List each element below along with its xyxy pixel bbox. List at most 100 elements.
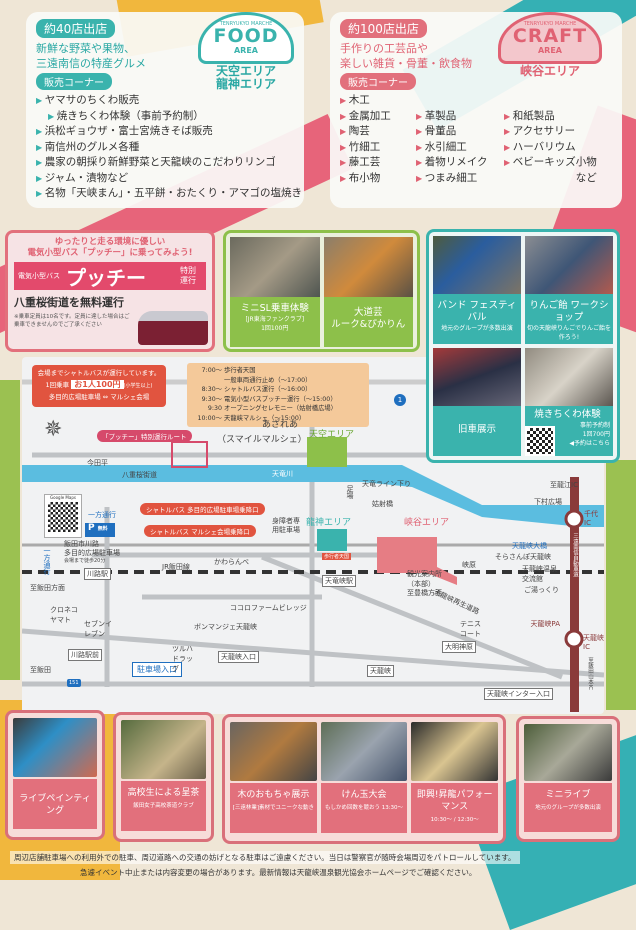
map-label: 千代IC bbox=[584, 510, 598, 527]
area-label-tenku: 天空エリア bbox=[309, 430, 355, 440]
list-item: 革製品 bbox=[416, 109, 498, 125]
map-label: 多目的広場駐車場 bbox=[64, 549, 120, 557]
list-item: 和紙製品 bbox=[504, 109, 597, 125]
event-kendama: けん玉大会もしかめ回数を競おう 13:30〜 bbox=[320, 722, 408, 836]
list-item: 陶芸 bbox=[340, 124, 410, 140]
puchi-note: ※乗車定員は10名です。定員に達した場合はご乗車できませんのでご了承ください bbox=[14, 314, 130, 328]
map-label: 天竜ライン下り bbox=[362, 480, 411, 488]
map-label: 天龍峡入口 bbox=[218, 651, 259, 663]
qr-code[interactable] bbox=[525, 426, 555, 456]
map-label: 至飯田山本IC bbox=[587, 657, 593, 690]
food-description: 新鮮な野菜や果物、三遠南信の特産グルメ bbox=[36, 42, 146, 70]
map-label: 観光案内所（本部） bbox=[407, 570, 442, 588]
list-item: 藤工芸 bbox=[340, 155, 410, 171]
map-label: あざれあ bbox=[262, 420, 299, 430]
event-mini-sl: ミニSL乗車体験[JR東海ファンクラブ]1回100円 bbox=[230, 237, 320, 347]
list-item: 焼きちくわ体験（事前予約制） bbox=[36, 109, 294, 125]
list-item: ベビーキッズ小物 bbox=[504, 155, 597, 171]
puchi-route-label: 「プッチー」特別運行ルート bbox=[97, 430, 192, 442]
schedule-row: 一般車両通行止め（〜17:00） bbox=[224, 376, 312, 384]
puchi-banner: 電気小型バス プッチー 特別運行 bbox=[14, 262, 206, 290]
map-label: 峡原 bbox=[462, 561, 476, 569]
craft-corner-label: 販売コーナー bbox=[340, 73, 416, 90]
puchi-free-route: 八重桜街道を無料運行 bbox=[14, 296, 124, 309]
map-label: そらさんぽ天龍峡 bbox=[495, 553, 551, 561]
map-label: 至飯田方面 bbox=[30, 584, 65, 592]
map-label: 今田平 bbox=[87, 459, 108, 467]
station-kawaji: 川路駅 bbox=[84, 568, 111, 580]
area-label-ryujin: 龍神エリア bbox=[306, 518, 352, 528]
bg-stripe bbox=[0, 380, 20, 680]
parking-icon: P 無料 bbox=[85, 523, 115, 537]
map-label: 至龍江IC bbox=[550, 481, 578, 489]
green-events-card: ミニSL乗車体験[JR東海ファンクラブ]1回100円 大道芸ルーク&ぴかりん bbox=[223, 230, 420, 352]
map-label: 天龍峡IC bbox=[583, 634, 604, 651]
map-label: 天龍峡大橋 bbox=[512, 542, 547, 550]
event-band-festival: バンド フェスティバル地元のグループが多数出演 bbox=[433, 236, 521, 344]
list-item: 布小物 bbox=[340, 171, 410, 187]
map-label: 飯田市川路 bbox=[64, 540, 99, 548]
list-item: 浜松ギョウザ・富士宮焼きそば販売 bbox=[36, 124, 294, 140]
list-item: ハーバリウム bbox=[504, 140, 597, 156]
schedule-row: 7:00〜 歩行者天国 bbox=[201, 367, 256, 374]
oneway-label: 一方通行 bbox=[43, 547, 51, 575]
puchi-intro: ゆったりと走る環境に優しい bbox=[54, 237, 166, 247]
map-label: 歩行者天国 bbox=[322, 553, 352, 560]
parking-entrance-label: 駐車場入口 bbox=[132, 662, 182, 677]
event-live-painting: ライブペインティング bbox=[5, 710, 105, 840]
list-item: 竹細工 bbox=[340, 140, 410, 156]
map-label: クロネコヤマト bbox=[50, 606, 78, 624]
bus-image bbox=[138, 311, 208, 345]
food-items: ヤマサのちくわ販売 焼きちくわ体験（事前予約制） 浜松ギョウザ・富士宮焼きそば販… bbox=[36, 93, 302, 202]
event-wooden-toys: 木のおもちゃ展示[三遠林業]素材でユニークな動き bbox=[230, 722, 317, 836]
puchi-intro: 電気小型バス「プッチー」に乗ってみよう! bbox=[27, 248, 193, 258]
map-label: 至飯田 bbox=[30, 666, 51, 674]
event-street-performance: 大道芸ルーク&ぴかりん bbox=[323, 237, 413, 347]
shuttle-stop-label: シャトルバス マルシェ会場乗降口 bbox=[144, 525, 256, 537]
list-item: アクセサリー bbox=[504, 124, 597, 140]
schedule-row: 8:30〜 シャトルバス運行（〜16:00） bbox=[201, 386, 312, 393]
map-label: 会場まで徒歩20分 bbox=[64, 558, 106, 564]
event-mini-live: ミニライブ地元のグループが多数出演 bbox=[516, 716, 620, 842]
map-label: ココロファームビレッジ bbox=[230, 604, 307, 612]
map-label: 大明神原 bbox=[442, 641, 476, 653]
schedule-row: 10:00〜 天龍峡マルシェ（〜15:00） bbox=[197, 414, 306, 422]
list-item: 木工 bbox=[340, 93, 410, 109]
oneway-label: 一方通行 bbox=[88, 511, 116, 519]
map-label: 川路駅前 bbox=[68, 649, 102, 661]
station-tenryukyo: 天竜峡駅 bbox=[322, 575, 356, 587]
teal-events-card: バンド フェスティバル地元のグループが多数出演 りんご飴 ワークショップ旬の天龍… bbox=[426, 229, 620, 463]
schedule-box: 7:00〜 歩行者天国 一般車両通行止め（〜17:00） 8:30〜 シャトルバ… bbox=[187, 363, 369, 427]
craft-description: 手作りの工芸品や楽しい雑貨・骨董・飲食物 bbox=[340, 42, 472, 70]
food-shop-count: 約40店出店 bbox=[36, 19, 116, 38]
list-item: 名物「天峡まん」・五平餅・おたくり・アマゴの塩焼き bbox=[36, 186, 302, 202]
list-item: ヤマサのちくわ販売 bbox=[36, 93, 294, 109]
list-item: 農家の朝採り新鮮野菜と天龍峡のこだわりリンゴ bbox=[36, 155, 294, 171]
food-corner-label: 販売コーナー bbox=[36, 73, 112, 90]
google-maps-qr[interactable]: Google Maps bbox=[44, 494, 82, 538]
list-item: つまみ細工 bbox=[416, 171, 498, 187]
map-label: 八重桜街道 bbox=[122, 471, 157, 479]
craft-shop-count: 約100店出店 bbox=[340, 19, 427, 38]
area-label-kyokoku: 峡谷エリア bbox=[404, 518, 450, 528]
food-area-card: 約40店出店 新鮮な野菜や果物、三遠南信の特産グルメ 販売コーナー ヤマサのちく… bbox=[26, 12, 304, 208]
bg-stripe bbox=[606, 460, 636, 710]
event-tea-ceremony: 高校生による呈茶飯田女子高校茶道クラブ bbox=[113, 712, 214, 842]
schedule-row: 9:30 オープニングセレモニー（姑射橋広場） bbox=[207, 405, 337, 412]
parking-notice: 周辺店舗駐車場への利用外での駐車、周辺道路への交通の妨げとなる駐車はご遠慮くださ… bbox=[10, 851, 520, 864]
map-label: 天龍峡 bbox=[367, 665, 394, 677]
list-item: ジャム・漬物など bbox=[36, 171, 294, 187]
event-apple-candy-workshop: りんご飴 ワークショップ旬の天龍峡りんごでりんご飴を作ろう! bbox=[525, 236, 613, 344]
map-label: ツルハドラッグ bbox=[172, 645, 193, 673]
route-151-marker: 151 bbox=[67, 679, 81, 687]
map-label: テニスコート bbox=[460, 620, 481, 638]
compass-icon: ✵ bbox=[44, 417, 63, 442]
event-group-card: 木のおもちゃ展示[三遠林業]素材でユニークな動き けん玉大会もしかめ回数を競おう… bbox=[222, 714, 506, 844]
map-label: 天龍峡PA bbox=[530, 620, 560, 628]
map-label: 身障者専用駐車場 bbox=[272, 517, 300, 534]
map-label: 姑射橋 bbox=[372, 500, 393, 508]
list-item: 水引細工 bbox=[416, 140, 498, 156]
